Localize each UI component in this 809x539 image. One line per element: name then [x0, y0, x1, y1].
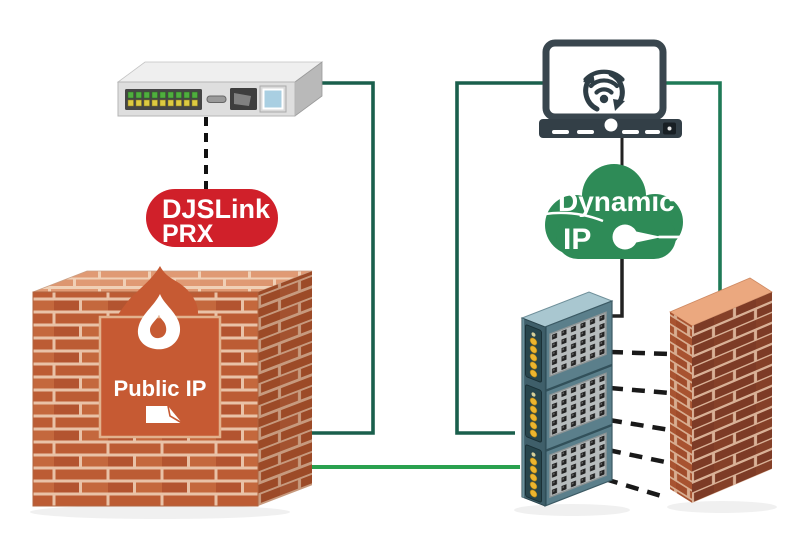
rack-port-face [544, 300, 613, 507]
wall-end-face [670, 312, 692, 503]
cloud-line2: IP [563, 223, 591, 256]
link-display-to-rack [455, 81, 550, 435]
rack-led-face [521, 317, 546, 507]
badge-shape [146, 189, 278, 247]
flame-silhouette [115, 266, 198, 321]
switch-uplink-port [262, 88, 284, 110]
public-ip-label: Public IP [114, 376, 207, 401]
document-icon [146, 406, 182, 423]
wall-front-face [692, 292, 772, 503]
cloud-swoosh [544, 211, 604, 223]
switch-slot [206, 95, 227, 103]
ethernet-switch [116, 61, 324, 117]
wall-side-face [258, 271, 312, 506]
flame-icon [137, 294, 181, 350]
djslink-prx-badge: DJSLink PRX [146, 189, 278, 248]
link-display-to-private-wall [660, 81, 722, 300]
document-fold [167, 405, 183, 424]
switch-top-face [116, 61, 324, 83]
badge-line1: DJSLink [162, 194, 271, 224]
server-rack [520, 291, 614, 507]
link-switch-to-public-wall [310, 81, 375, 435]
links-rack-to-private-wall-dashed [604, 349, 671, 501]
ground-shadows [30, 501, 777, 519]
modem-led [604, 118, 618, 132]
wifi-display [539, 39, 682, 138]
cloud-line1: Dynamic [558, 186, 675, 217]
wifi-sync-icon [583, 69, 625, 112]
pointer-dial-icon [612, 224, 684, 250]
switch-module-label [234, 93, 251, 106]
modem-vents [552, 130, 660, 134]
badge-line2: PRX [162, 220, 214, 248]
modem-button-dot [667, 126, 672, 131]
public-ip-firewall: Public IP [32, 266, 313, 507]
private-brick-wall [669, 277, 773, 503]
dynamic-ip-cloud: Dynamic IP [544, 164, 684, 259]
